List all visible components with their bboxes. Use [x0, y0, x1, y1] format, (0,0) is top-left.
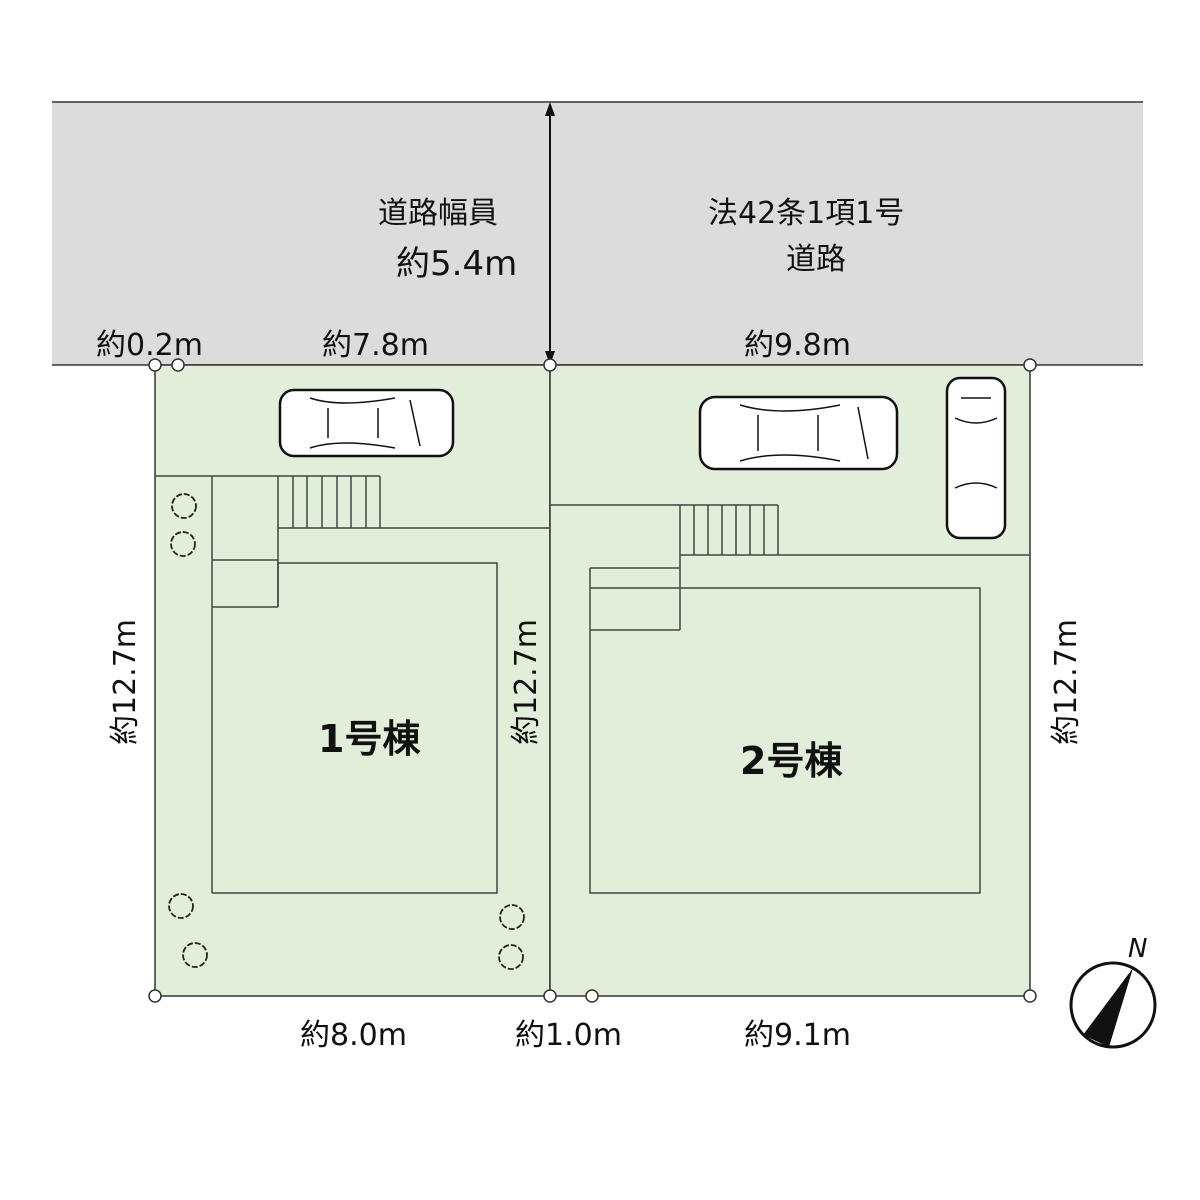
building-2-label: 2号棟 — [740, 739, 843, 783]
tree-icon — [498, 944, 524, 970]
road-type-label: 法42条1項1号 — [708, 196, 905, 231]
depth-right: 約12.7m — [1049, 618, 1084, 746]
road-area — [52, 102, 1143, 365]
road-width-label: 道路幅員 — [378, 196, 498, 231]
rear-lot1: 約8.0m — [300, 1018, 407, 1053]
car-icon — [278, 388, 455, 458]
lot-2-structures — [550, 504, 1030, 894]
rear-gap: 約1.0m — [515, 1018, 622, 1053]
tree-icon — [170, 531, 196, 557]
rear-lot2: 約9.1m — [744, 1018, 851, 1053]
frontage-lot2: 約9.8m — [744, 328, 851, 363]
tree-icon — [182, 942, 208, 968]
depth-left: 約12.7m — [108, 618, 143, 746]
car-icon — [698, 395, 899, 471]
tree-icon — [499, 904, 525, 930]
depth-middle: 約12.7m — [509, 618, 544, 746]
lot-1 — [154, 364, 551, 997]
car-icon — [945, 376, 1007, 540]
road-width-value: 約5.4m — [396, 244, 518, 284]
tree-icon — [171, 493, 197, 519]
tree-icons — [168, 493, 525, 970]
road-width-arrow — [545, 102, 555, 365]
frontage-lot1: 約7.8m — [322, 328, 429, 363]
lot-1-structures — [155, 475, 550, 894]
compass-north-label: N — [1128, 934, 1148, 964]
boundary-markers — [148, 358, 1037, 1003]
compass-north-icon — [1069, 961, 1157, 1049]
road-type-sub: 道路 — [786, 242, 846, 277]
building-1-label: 1号棟 — [318, 717, 421, 761]
tree-icon — [168, 893, 194, 919]
frontage-offset: 約0.2m — [96, 328, 203, 363]
